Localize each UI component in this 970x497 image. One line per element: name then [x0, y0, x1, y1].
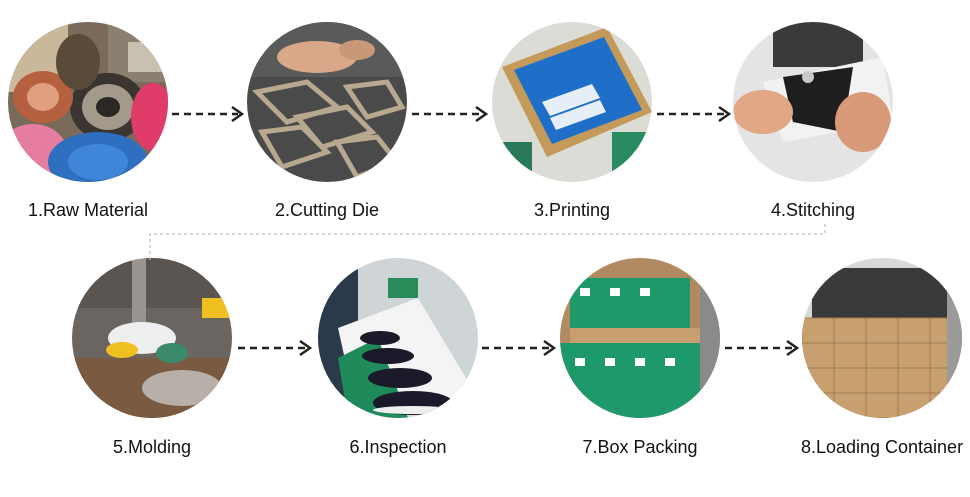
arrow-6-to-7 — [482, 339, 557, 357]
step-label-cutting-die: 2.Cutting Die — [274, 200, 380, 220]
step-label-loading-container: 8.Loading Container — [800, 437, 964, 457]
step-loading-container — [802, 258, 962, 418]
molding-photo — [72, 258, 232, 418]
step-printing — [492, 22, 652, 182]
raw-material-photo — [8, 22, 168, 182]
step-label-box-packing: 7.Box Packing — [582, 437, 698, 457]
loading-container-photo — [802, 258, 962, 418]
step-stitching — [733, 22, 893, 182]
printing-photo — [492, 22, 652, 182]
step-label-inspection: 6.Inspection — [349, 437, 447, 457]
arrow-7-to-8 — [725, 339, 800, 357]
box-packing-photo — [560, 258, 720, 418]
arrow-1-to-2 — [172, 105, 245, 123]
arrow-5-to-6 — [238, 339, 313, 357]
step-inspection — [318, 258, 478, 418]
step-label-stitching: 4.Stitching — [770, 200, 856, 220]
inspection-photo — [318, 258, 478, 418]
cutting-die-photo — [247, 22, 407, 182]
step-label-printing: 3.Printing — [533, 200, 611, 220]
arrow-2-to-3 — [412, 105, 489, 123]
step-label-molding: 5.Molding — [112, 437, 192, 457]
step-raw-material — [8, 22, 168, 182]
step-molding — [72, 258, 232, 418]
stitching-photo — [733, 22, 893, 182]
step-label-raw-material: 1.Raw Material — [27, 200, 149, 220]
arrow-3-to-4 — [657, 105, 732, 123]
step-cutting-die — [247, 22, 407, 182]
step-box-packing — [560, 258, 720, 418]
